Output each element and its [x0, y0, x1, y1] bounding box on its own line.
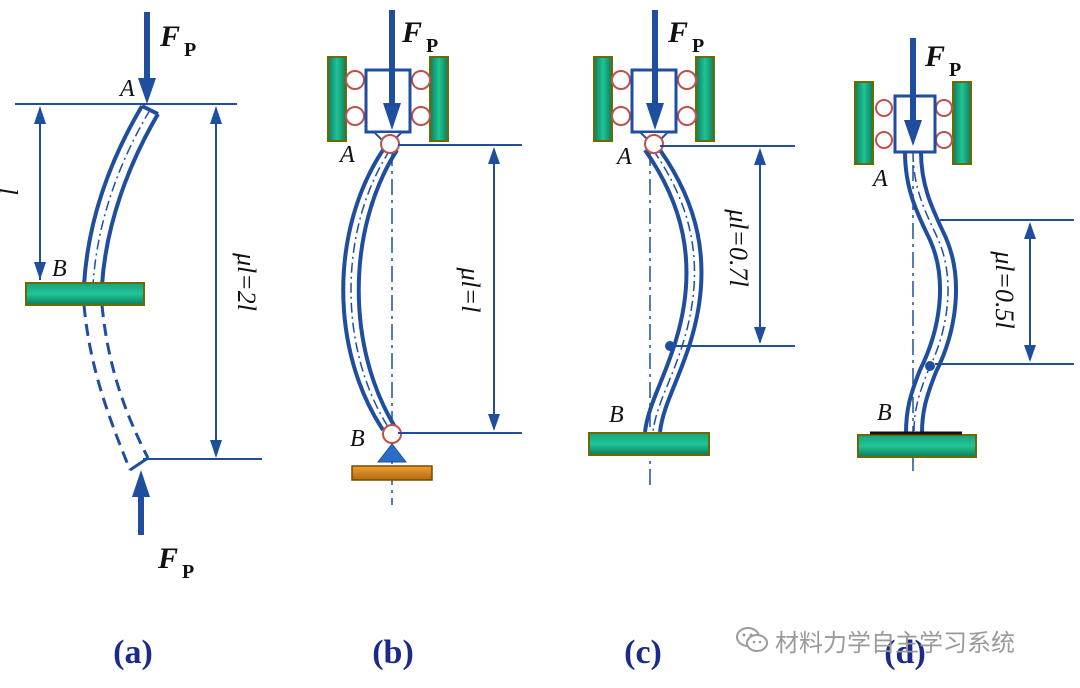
force-label-b: F P [401, 16, 438, 57]
column-a [82, 104, 160, 472]
guide-wall-right-b [429, 56, 449, 142]
point-b-label-a: B [52, 256, 67, 282]
load-arrow-b [383, 10, 401, 130]
pin-support-triangle-b [376, 443, 408, 463]
column-d [903, 151, 958, 434]
dimension-c [660, 145, 795, 347]
pin-support-base-b [351, 465, 433, 481]
svg-text:F: F [924, 40, 945, 73]
caption-c: (c) [624, 634, 662, 671]
watermark-text: 材料力学自主学习系统 [775, 628, 1015, 657]
dimension-2l-a [143, 106, 262, 460]
rollers-b [345, 70, 431, 126]
dimension-d [935, 219, 1074, 365]
effective-length-label-c: μl=0.7l [724, 208, 753, 287]
caption-b: (b) [372, 634, 414, 671]
svg-text:F: F [159, 20, 180, 53]
guide-wall-left-c [593, 56, 613, 142]
effective-length-label-b: μl=l [456, 266, 485, 312]
wechat-icon [736, 627, 768, 652]
point-b-label-b: B [350, 426, 365, 452]
point-b-label-c: B [609, 402, 624, 428]
load-arrow-bottom-a [132, 470, 150, 535]
force-label-bottom-a: F P [157, 542, 194, 583]
diagram-d: F P A B μl=0.5l (d) [854, 38, 1074, 671]
fixed-support-a [25, 282, 145, 306]
column-b [341, 148, 399, 432]
rollers-c [611, 70, 697, 126]
svg-text:P: P [182, 561, 194, 583]
pin-a-c [644, 134, 664, 154]
slider-block-b [364, 68, 412, 134]
watermark: 材料力学自主学习系统 [735, 622, 1015, 658]
caption-a: (a) [113, 634, 153, 671]
guide-wall-left-b [327, 56, 347, 142]
effective-length-label-d: μl=0.5l [990, 250, 1019, 329]
point-a-label-c: A [615, 144, 632, 170]
fixed-support-d [857, 434, 977, 458]
guide-wall-right-c [695, 56, 715, 142]
force-label-top-a: F P [159, 20, 196, 61]
point-a-label-a: A [118, 76, 135, 102]
svg-text:P: P [426, 35, 438, 57]
diagram-c: F P A B μl=0.7l (c) [588, 10, 795, 671]
length-label-a: l [0, 188, 24, 195]
force-label-c: F P [667, 16, 704, 57]
force-label-d: F P [924, 40, 961, 81]
load-arrow-d [904, 38, 922, 146]
effective-length-label-a: μl=2l [232, 252, 261, 311]
point-a-label-b: A [338, 142, 355, 168]
point-a-label-d: A [871, 166, 888, 192]
dimension-l-a [15, 103, 237, 280]
svg-text:P: P [949, 59, 961, 81]
guide-wall-left-d [854, 81, 874, 165]
fixed-support-c [588, 432, 710, 456]
load-arrow-top-a [138, 12, 156, 104]
caption-d: (d) [884, 634, 926, 671]
svg-text:P: P [692, 35, 704, 57]
point-b-label-d: B [877, 400, 892, 426]
column-c [643, 148, 704, 433]
dimension-b [398, 144, 522, 434]
guide-wall-right-d [952, 81, 972, 165]
svg-text:P: P [184, 39, 196, 61]
load-arrow-c [646, 10, 664, 130]
diagram-a: F P F P A B [0, 12, 262, 671]
svg-text:F: F [401, 16, 422, 49]
svg-text:F: F [667, 16, 688, 49]
diagram-b: F P A B μl=l (b) [327, 10, 522, 671]
svg-text:F: F [157, 542, 178, 575]
pin-a-b [380, 134, 400, 154]
